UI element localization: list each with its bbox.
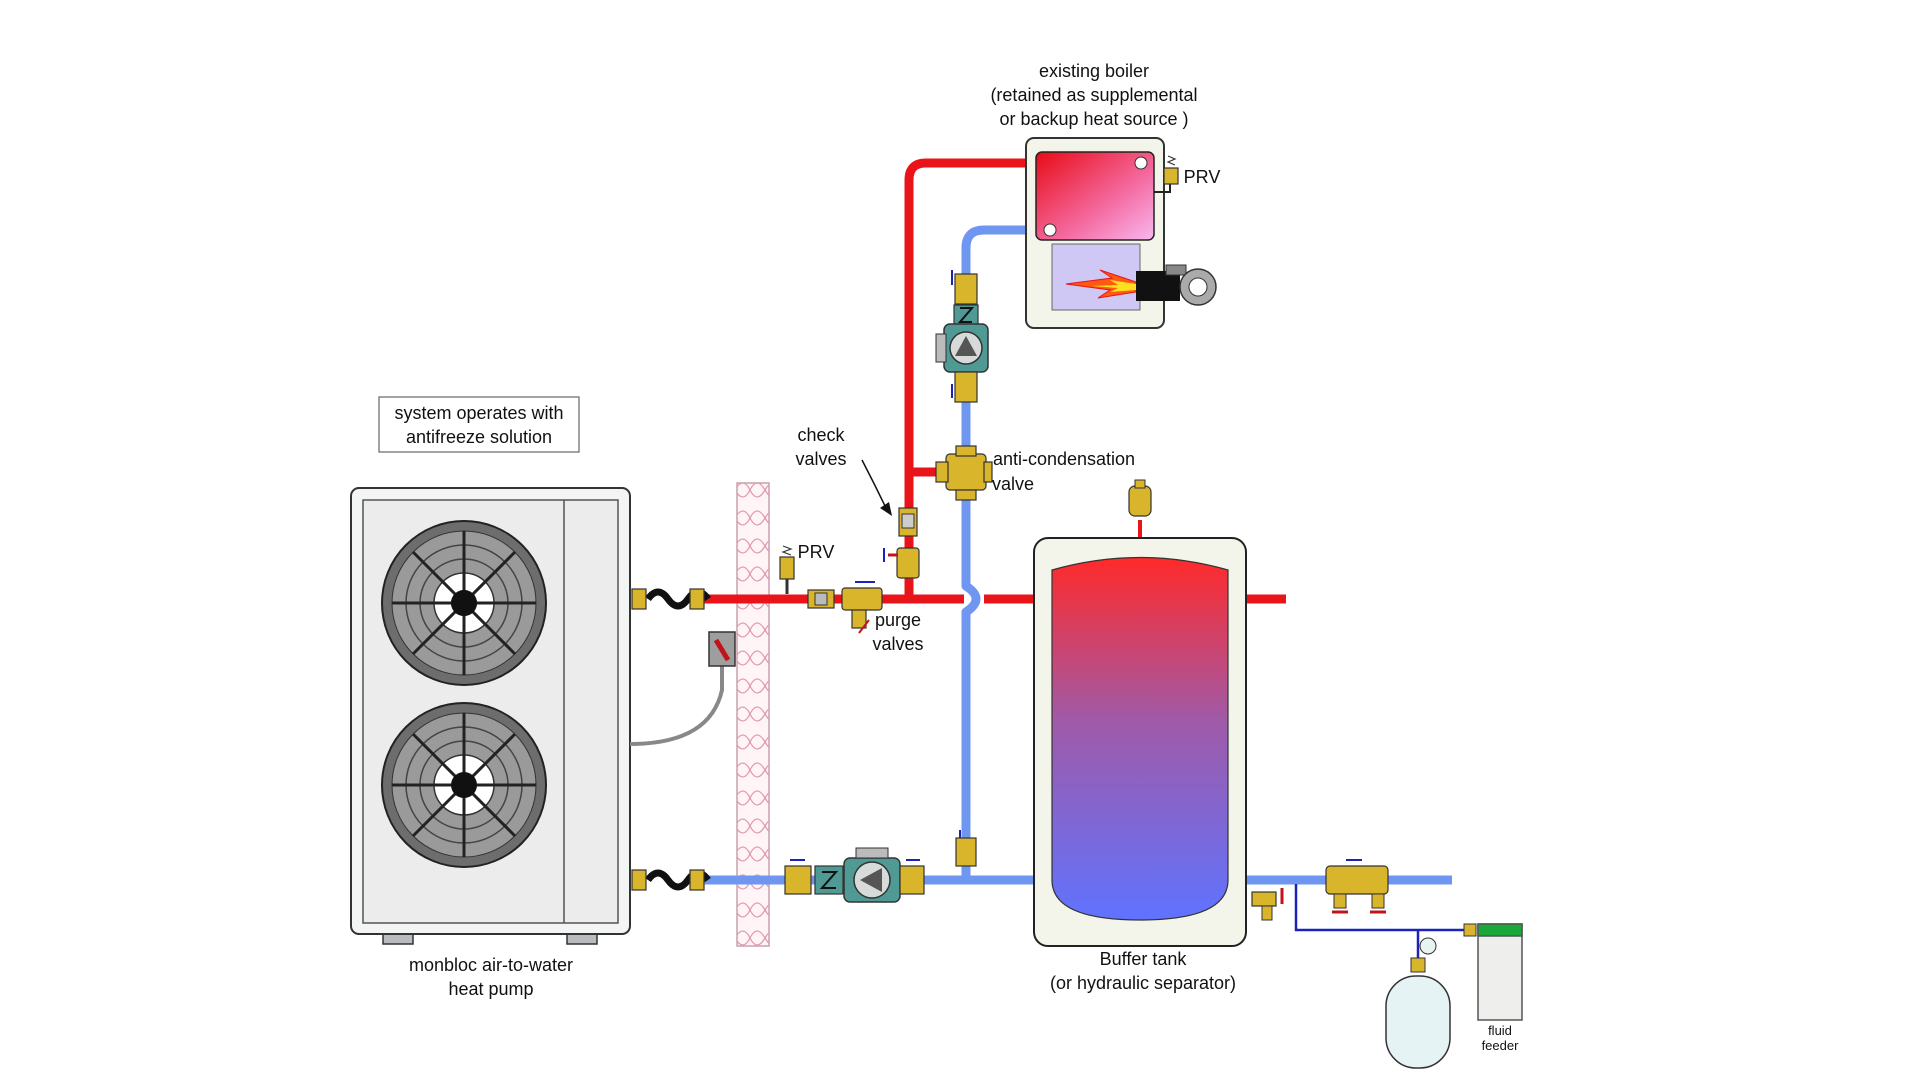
prv-boiler-label: PRV — [1184, 167, 1221, 187]
buffer-tank-label-line2: (or hydraulic separator) — [1050, 973, 1236, 993]
check-valves-label-line1: check — [797, 425, 845, 445]
flex-hose-supply — [631, 588, 711, 610]
boiler-circulator-assembly — [935, 270, 989, 403]
fluid-feeder-label-line2: feeder — [1482, 1038, 1520, 1053]
fluid-feeder-label-line1: fluid — [1488, 1023, 1512, 1038]
fan-icon — [381, 520, 547, 686]
anticond-label-line2: valve — [992, 474, 1034, 494]
fan-icon — [381, 702, 547, 868]
boiler-label-line2: (retained as supplemental — [990, 85, 1197, 105]
heat-pump-unit — [350, 487, 631, 945]
anti-condensation-valve — [935, 445, 993, 501]
purge-check-valve-riser — [883, 507, 920, 579]
heatpump-label-line1: monbloc air-to-water — [409, 955, 573, 975]
return-circulator — [784, 847, 925, 903]
check-valves-label-line2: valves — [795, 449, 846, 469]
purge-valve-supply — [841, 581, 883, 634]
existing-boiler — [1025, 137, 1217, 329]
purge-valves-label-line2: valves — [872, 634, 923, 654]
check-valve-supply — [807, 589, 835, 609]
flex-hose-return — [631, 869, 711, 891]
purge-valves-label-line1: purge — [875, 610, 921, 630]
prv-heatpump-label: PRV — [798, 542, 835, 562]
antifreeze-label-line2: antifreeze solution — [406, 427, 552, 447]
return-riser-valve — [955, 830, 977, 867]
prv-valve-boiler — [1154, 155, 1179, 193]
tank-drain-valve — [1251, 888, 1284, 921]
boiler-label-line3: or backup heat source ) — [999, 109, 1188, 129]
makeup-piping — [1294, 884, 1468, 960]
labels: existing boiler (retained as supplementa… — [394, 61, 1519, 1053]
air-vent-icon — [1128, 479, 1152, 517]
wall-insulation — [736, 482, 770, 947]
buffer-tank-label-line1: Buffer tank — [1100, 949, 1188, 969]
check-valves-leader — [861, 459, 892, 516]
fluid-feeder — [1463, 923, 1523, 1021]
anticond-label-line1: anti-condensation — [993, 449, 1135, 469]
antifreeze-note-box — [378, 396, 580, 453]
electrical-disconnect — [629, 631, 736, 746]
expansion-tank — [1385, 937, 1451, 1069]
antifreeze-label-line1: system operates with — [394, 403, 563, 423]
buffer-tank — [1033, 479, 1284, 947]
fill-purge-valve — [1325, 859, 1389, 914]
prv-valve-heatpump — [779, 545, 795, 594]
boiler-label-line1: existing boiler — [1039, 61, 1149, 81]
heatpump-label-line2: heat pump — [448, 979, 533, 999]
